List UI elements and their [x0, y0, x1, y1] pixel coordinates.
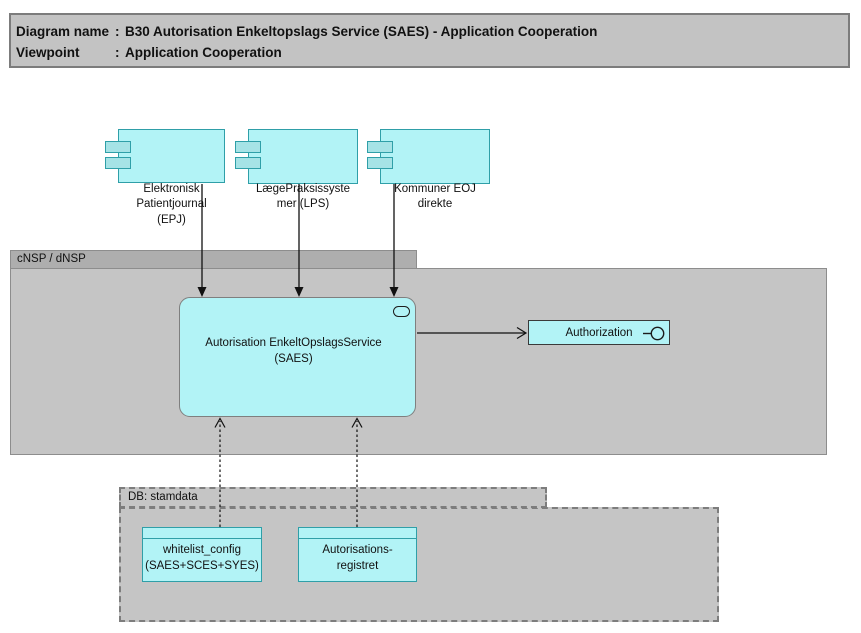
diagram-name-label: Diagram name: [16, 24, 110, 39]
service-saes-label: Autorisation EnkeltOpslagsService (SAES): [205, 337, 382, 365]
component-icon: [105, 157, 131, 169]
component-epj-label: Elektronisk Patientjournal (EPJ): [136, 182, 207, 226]
datastore-autorisationsregistret[interactable]: Autorisations- registret: [298, 527, 417, 582]
component-lps[interactable]: LægePraksissyste mer (LPS): [235, 129, 358, 210]
component-eoj-label: Kommuner EOJ direkte: [394, 182, 476, 211]
title-block: Diagram name : B30 Autorisation Enkeltop…: [9, 13, 850, 68]
component-icon: [367, 157, 393, 169]
component-icon: [105, 141, 131, 153]
container-cnsp-body: [10, 268, 827, 455]
container-db-label: DB: stamdata: [128, 491, 198, 503]
colon-separator: :: [115, 24, 120, 39]
component-lps-label: LægePraksissyste mer (LPS): [256, 182, 350, 211]
datastore-whitelist-label: whitelist_config (SAES+SCES+SYES): [145, 544, 259, 572]
diagram-name-value: B30 Autorisation Enkeltopslags Service (…: [125, 24, 598, 39]
component-eoj[interactable]: Kommuner EOJ direkte: [367, 129, 490, 210]
viewpoint-label: Viewpoint: [16, 45, 80, 60]
lollipop-interface-icon: [643, 326, 665, 341]
viewpoint-value: Application Cooperation: [125, 45, 282, 60]
interface-authorization[interactable]: Authorization: [528, 320, 670, 345]
component-icon: [235, 141, 261, 153]
container-db-tab[interactable]: DB: stamdata: [119, 487, 547, 508]
viewpoint-row: Viewpoint : Application Cooperation: [16, 42, 848, 63]
datastore-whitelist-config[interactable]: whitelist_config (SAES+SCES+SYES): [142, 527, 262, 582]
interface-authorization-label: Authorization: [565, 326, 633, 339]
datastore-header-compartment: [299, 528, 416, 539]
diagram-name-row: Diagram name : B30 Autorisation Enkeltop…: [16, 21, 848, 42]
application-service-icon: [393, 306, 410, 317]
component-epj[interactable]: Elektronisk Patientjournal (EPJ): [105, 129, 225, 226]
colon-separator: :: [115, 45, 120, 60]
component-icon: [235, 157, 261, 169]
service-saes[interactable]: Autorisation EnkeltOpslagsService (SAES): [179, 297, 416, 417]
datastore-autreg-label: Autorisations- registret: [322, 544, 393, 572]
container-cnsp-tab[interactable]: cNSP / dNSP: [10, 250, 417, 269]
container-cnsp-label: cNSP / dNSP: [17, 253, 86, 265]
datastore-header-compartment: [143, 528, 261, 539]
component-icon: [367, 141, 393, 153]
